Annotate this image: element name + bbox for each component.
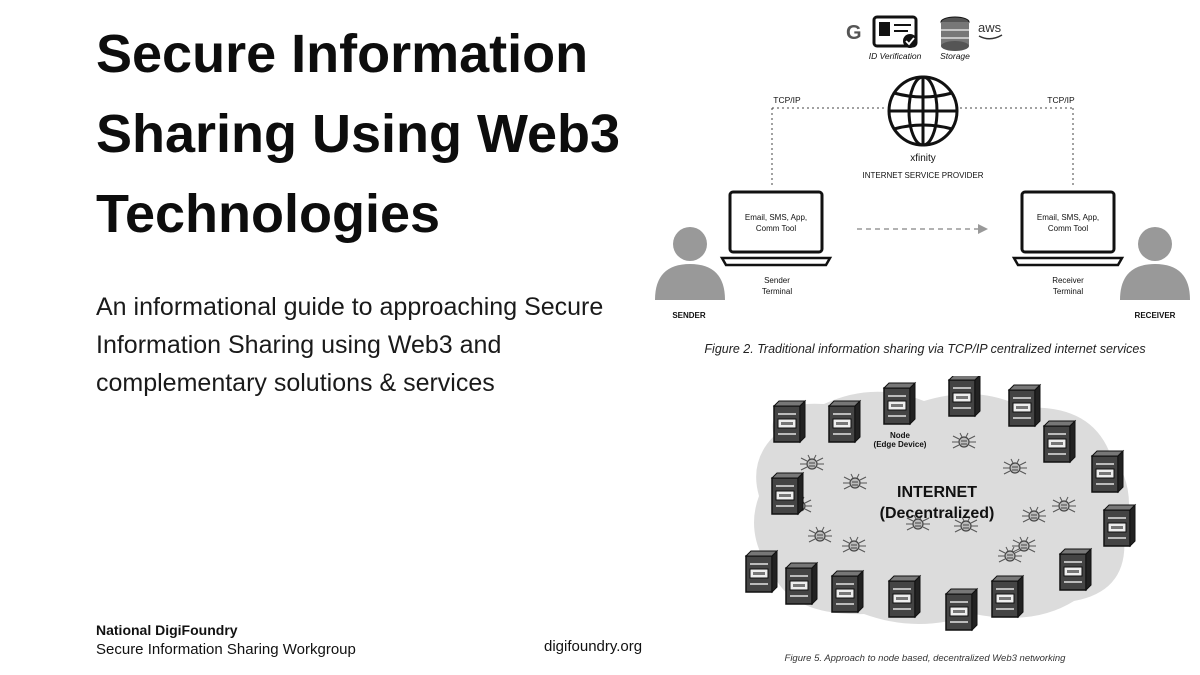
server-node-icon (991, 575, 1024, 618)
organization-name: National DigiFoundry (96, 622, 238, 638)
server-node-icon (945, 588, 978, 631)
sender-laptop-icon (719, 190, 833, 267)
server-node-icon (831, 570, 864, 613)
server-node-icon (1091, 450, 1124, 493)
receiver-label: RECEIVER (1135, 311, 1176, 320)
sender-terminal-text-1: Email, SMS, App, (745, 213, 807, 222)
slide-title: Secure Information Sharing Using Web3 Te… (96, 24, 621, 244)
sender-person-icon (655, 227, 725, 300)
server-node-icon (785, 562, 818, 605)
google-icon: G (846, 22, 862, 44)
sender-terminal-text-2: Comm Tool (756, 224, 797, 233)
server-node-icon (883, 382, 916, 425)
aws-smile-icon (978, 34, 1003, 40)
server-node-icon (745, 550, 778, 593)
aws-logo: aws (978, 20, 1002, 35)
tcpip-label-right: TCP/IP (1047, 95, 1075, 105)
server-node-icon (888, 575, 921, 618)
server-node-icon (773, 400, 806, 443)
server-node-icon (771, 472, 804, 515)
receiver-terminal-label: Receiver (1052, 276, 1084, 285)
receiver-person-icon (1120, 227, 1190, 300)
server-node-icon (1103, 504, 1136, 547)
tcpip-label-left: TCP/IP (773, 95, 801, 105)
figure-5-caption: Figure 5. Approach to node based, decent… (784, 653, 1066, 664)
isp-label: INTERNET SERVICE PROVIDER (862, 171, 983, 180)
id-verification-label: ID Verification (869, 51, 922, 61)
figure-2-diagram: G ID Verification Storage aws TCP/IP TCP… (655, 15, 1190, 320)
sender-label: SENDER (672, 311, 706, 320)
sender-terminal-label: Sender (764, 276, 790, 285)
xfinity-logo: xfinity (910, 153, 936, 164)
storage-icon (940, 16, 970, 51)
receiver-terminal-label-2: Terminal (1053, 287, 1083, 296)
globe-icon (887, 75, 959, 147)
storage-label: Storage (940, 51, 970, 61)
edge-device-label: (Edge Device) (874, 440, 927, 449)
receiver-terminal-text-2: Comm Tool (1048, 224, 1089, 233)
network-connection-lines (771, 107, 1074, 188)
website-link[interactable]: digifoundry.org (544, 638, 643, 655)
sender-terminal-label-2: Terminal (762, 287, 792, 296)
workgroup-name: Secure Information Sharing Workgroup (96, 641, 356, 658)
id-card-icon (872, 15, 918, 48)
receiver-terminal-text-1: Email, SMS, App, (1037, 213, 1099, 222)
server-node-icon (1059, 548, 1092, 591)
slide-subtitle: An informational guide to approaching Se… (96, 293, 604, 397)
server-node-icon (1043, 420, 1076, 463)
server-node-icon (948, 376, 981, 417)
arrow-head-icon (978, 224, 988, 234)
server-node-icon (828, 400, 861, 443)
internet-cloud-shape (754, 391, 1129, 624)
decentralized-label: (Decentralized) (880, 505, 995, 522)
figure-2-caption: Figure 2. Traditional information sharin… (704, 342, 1146, 356)
node-label: Node (890, 431, 911, 440)
receiver-laptop-icon (1011, 190, 1125, 267)
internet-label: INTERNET (897, 484, 977, 501)
figure-5-diagram: Node (Edge Device) INTERNET (Decentraliz… (745, 376, 1136, 631)
server-node-icon (1008, 384, 1041, 427)
